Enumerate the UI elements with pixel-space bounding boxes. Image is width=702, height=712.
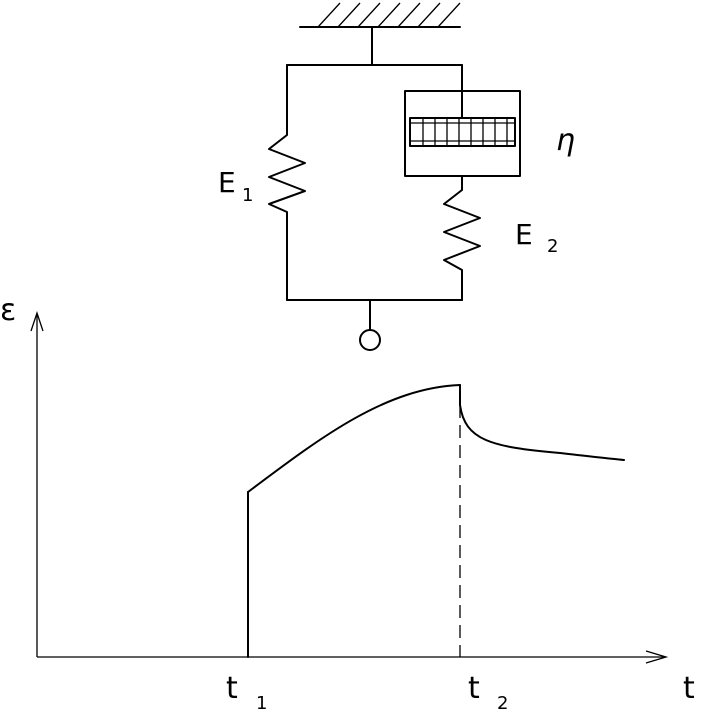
label-t1-subscript: 1: [256, 693, 267, 712]
label-e1: E: [218, 166, 236, 199]
label-e1-subscript: 1: [242, 185, 253, 206]
mechanical-model: [268, 2, 521, 351]
dashpot-piston: [409, 117, 516, 147]
label-t2-subscript: 2: [497, 693, 508, 712]
curve-creep: [247, 384, 461, 493]
load-mass: [359, 329, 381, 351]
spring-e2: [443, 175, 481, 301]
label-y-axis: ε: [0, 293, 16, 328]
y-axis-arrow: [30, 310, 44, 332]
label-t2: t: [468, 671, 480, 706]
support-hatching: [317, 2, 461, 28]
label-e2: E: [515, 218, 533, 251]
label-eta: η: [556, 123, 575, 158]
label-x-axis: t: [683, 671, 695, 706]
spring-e1: [268, 64, 306, 301]
x-axis-arrow: [645, 650, 669, 664]
strain-time-graph: [30, 310, 669, 664]
curve-recovery: [459, 404, 625, 461]
label-t1: t: [226, 671, 238, 706]
label-e2-subscript: 2: [547, 236, 558, 257]
